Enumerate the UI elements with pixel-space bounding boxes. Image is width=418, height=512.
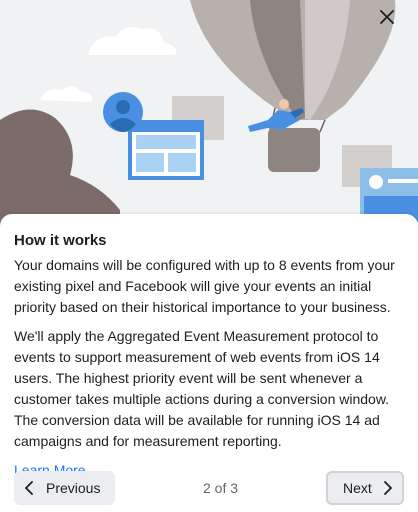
description-paragraph-2: We'll apply the Aggregated Event Measure… [14,328,390,449]
close-icon [380,10,394,24]
dialog-footer: Previous 2 of 3 Next [14,471,404,505]
chevron-left-icon [25,481,33,495]
previous-button[interactable]: Previous [14,471,115,505]
balloon [190,0,396,172]
previous-button-label: Previous [46,480,101,496]
close-button[interactable] [380,10,406,36]
page-indicator: 2 of 3 [202,480,239,496]
chevron-right-icon [383,481,392,495]
browser-window [128,120,204,180]
person-figure [248,99,304,132]
info-card: How it works Your domains will be config… [0,214,418,512]
next-button-label: Next [343,480,372,496]
hill-shape [0,109,120,230]
hero-illustration [0,0,418,230]
avatar-icon [103,92,143,132]
next-button[interactable]: Next [326,471,404,505]
hot-air-balloon-illustration [0,0,418,230]
description-paragraph-1: Your domains will be configured with up … [14,257,395,315]
dialog-title: How it works [14,232,107,249]
